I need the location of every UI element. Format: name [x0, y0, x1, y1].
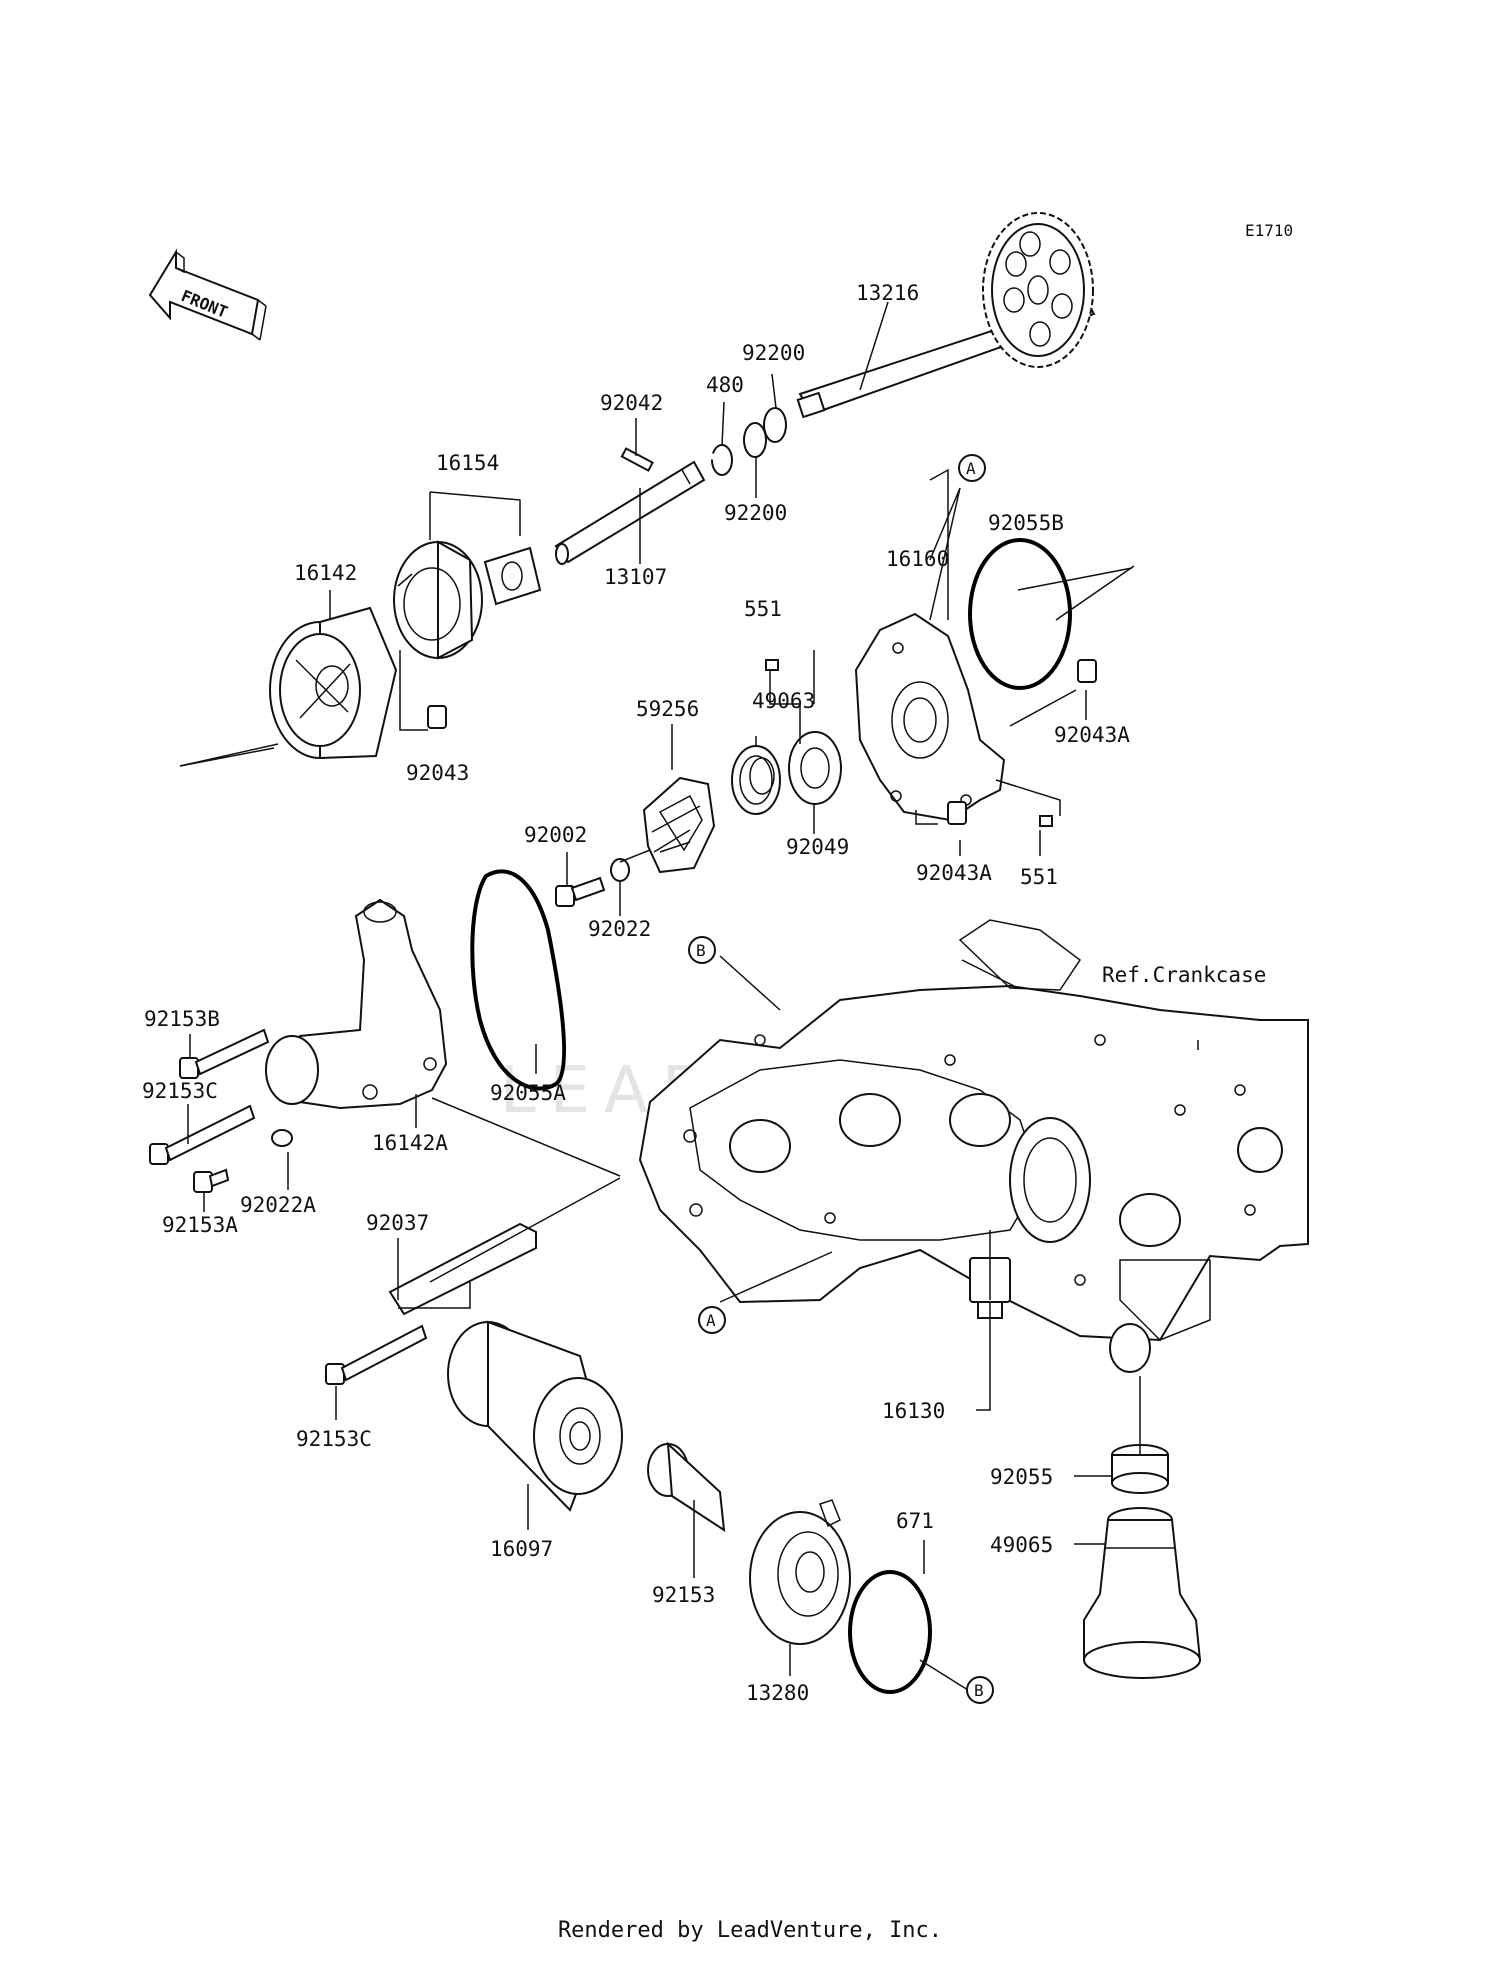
label-16160: 16160	[886, 547, 949, 571]
part-92042-pin	[620, 447, 654, 472]
callout-B-lower: B	[966, 1676, 994, 1704]
svg-text:B: B	[974, 1681, 984, 1700]
label-551-upper: 551	[744, 597, 782, 621]
label-92043A-lower: 92043A	[916, 861, 992, 885]
label-49063: 49063	[752, 689, 815, 713]
part-92200-washer-upper	[763, 407, 787, 443]
part-49065-strainer	[1083, 1507, 1202, 1679]
callout-A-lower: A	[698, 1306, 726, 1334]
label-16142: 16142	[294, 561, 357, 585]
part-92022-washer	[610, 858, 630, 882]
label-92055A: 92055A	[490, 1081, 566, 1105]
part-92153C-bolt-upper	[149, 1104, 256, 1165]
callout-markers: A B A B	[688, 454, 994, 1704]
part-671-o-ring	[848, 1570, 932, 1694]
part-13107-shaft	[554, 460, 706, 565]
label-16142A: 16142A	[372, 1131, 448, 1155]
label-92043: 92043	[406, 761, 469, 785]
label-13280: 13280	[746, 1681, 809, 1705]
label-92055: 92055	[990, 1465, 1053, 1489]
part-labels: 13216 92200 480 92042 92200 16154 13107 …	[142, 281, 1266, 1705]
part-92022A-washer	[271, 1129, 293, 1147]
part-16097-oil-filter	[447, 1320, 623, 1512]
part-92043A-dowel-right	[1077, 659, 1097, 683]
label-92153B: 92153B	[144, 1007, 220, 1031]
part-92055A-o-ring	[470, 869, 567, 1091]
svg-text:A: A	[966, 459, 976, 478]
part-92055-seal	[1111, 1444, 1169, 1494]
label-16097: 16097	[490, 1537, 553, 1561]
part-16154-rotor	[393, 540, 542, 660]
label-92200-lower: 92200	[724, 501, 787, 525]
label-92049: 92049	[786, 835, 849, 859]
part-13280-flange	[749, 1499, 851, 1645]
part-16142-pump-body	[269, 606, 398, 760]
part-551-pin-lower	[1039, 815, 1053, 827]
part-92002-bolt	[555, 876, 606, 907]
part-551-pin-upper	[765, 659, 779, 671]
part-92049-bearing	[788, 731, 842, 805]
part-49063-seal	[731, 745, 781, 815]
label-ref-crankcase: Ref.Crankcase	[1102, 963, 1266, 987]
label-13107: 13107	[604, 565, 667, 589]
label-49065: 49065	[990, 1533, 1053, 1557]
svg-text:A: A	[706, 1311, 716, 1330]
part-92153A-bolt	[193, 1168, 230, 1193]
part-92153B-bolt	[179, 1028, 270, 1079]
label-92153C-upper: 92153C	[142, 1079, 218, 1103]
front-arrow-icon: FRONT	[148, 248, 267, 341]
label-92042: 92042	[600, 391, 663, 415]
label-480: 480	[706, 373, 744, 397]
label-59256: 59256	[636, 697, 699, 721]
label-92153C-lower: 92153C	[296, 1427, 372, 1451]
diagram-code: E1710	[1245, 221, 1293, 240]
callout-A-upper: A	[958, 454, 986, 482]
part-13216-gear-shaft	[796, 212, 1096, 419]
label-92153A: 92153A	[162, 1213, 238, 1237]
crankcase-reference	[638, 919, 1309, 1373]
part-92153-nipple	[647, 1441, 726, 1532]
label-13216: 13216	[856, 281, 919, 305]
label-92153: 92153	[652, 1583, 715, 1607]
part-480-circlip	[711, 444, 733, 476]
label-92055B: 92055B	[988, 511, 1064, 535]
label-551-lower: 551	[1020, 865, 1058, 889]
part-92055B-o-ring	[968, 538, 1072, 690]
callout-B-upper: B	[688, 936, 716, 964]
label-16130: 16130	[882, 1399, 945, 1423]
label-92022: 92022	[588, 917, 651, 941]
svg-text:B: B	[696, 941, 706, 960]
part-92037-bracket	[388, 1222, 537, 1316]
leader-lines	[179, 301, 1199, 1691]
label-92200-upper: 92200	[742, 341, 805, 365]
part-92200-washer-lower	[743, 422, 767, 458]
part-16142A-pump-housing	[265, 898, 448, 1110]
label-92037: 92037	[366, 1211, 429, 1235]
label-16154: 16154	[436, 451, 499, 475]
label-92002: 92002	[524, 823, 587, 847]
footer-credit: Rendered by LeadVenture, Inc.	[557, 1918, 943, 1943]
label-92022A: 92022A	[240, 1193, 316, 1217]
part-59256-impeller	[642, 776, 716, 874]
label-671: 671	[896, 1509, 934, 1533]
part-92043-dowel	[427, 705, 447, 729]
part-92043A-dowel-lower	[947, 801, 967, 825]
part-16160-pump-cover	[854, 612, 1006, 822]
label-92043A-right: 92043A	[1054, 723, 1130, 747]
part-92153C-bolt-lower	[325, 1324, 428, 1385]
